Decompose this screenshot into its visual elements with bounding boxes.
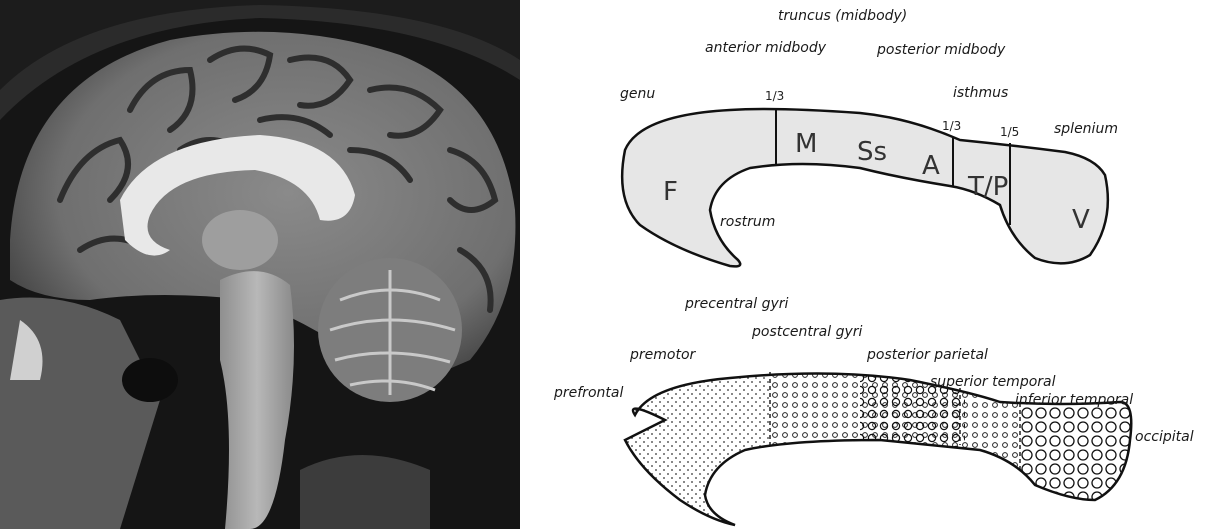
region-Ss: Ss: [857, 137, 887, 167]
corpus-callosum-diagram: F M Ss A T/P V 1/3 1/3 1/5 truncus (midb…: [530, 0, 1208, 529]
label-posterior-parietal: posterior parietal: [866, 347, 988, 363]
fraction-1-3-anterior: 1/3: [765, 89, 784, 103]
label-isthmus: isthmus: [953, 85, 1008, 101]
fraction-1-5: 1/5: [1000, 125, 1019, 139]
label-inferior-temporal: inferior temporal: [1015, 392, 1133, 408]
mri-sagittal-brain-image: [0, 0, 520, 529]
region-V: V: [1072, 205, 1090, 235]
fraction-1-3-posterior: 1/3: [942, 119, 961, 133]
label-genu: genu: [620, 86, 655, 102]
label-premotor: premotor: [629, 347, 697, 363]
label-anterior-midbody: anterior midbody: [705, 40, 827, 56]
label-superior-temporal: superior temporal: [930, 374, 1056, 390]
label-truncus: truncus (midbody): [778, 8, 907, 24]
corpus-callosum-outline: [622, 109, 1108, 266]
label-occipital: occipital: [1135, 429, 1194, 445]
region-A: A: [922, 151, 940, 181]
label-postcentral-gyri: postcentral gyri: [751, 324, 863, 340]
region-F: F: [663, 177, 678, 207]
label-precentral-gyri: precentral gyri: [684, 296, 789, 312]
label-posterior-midbody: posterior midbody: [876, 42, 1006, 58]
region-TP: T/P: [967, 172, 1008, 202]
region-M: M: [795, 129, 817, 159]
label-prefrontal: prefrontal: [553, 385, 623, 401]
label-rostrum: rostrum: [720, 214, 775, 230]
label-splenium: splenium: [1054, 121, 1118, 137]
